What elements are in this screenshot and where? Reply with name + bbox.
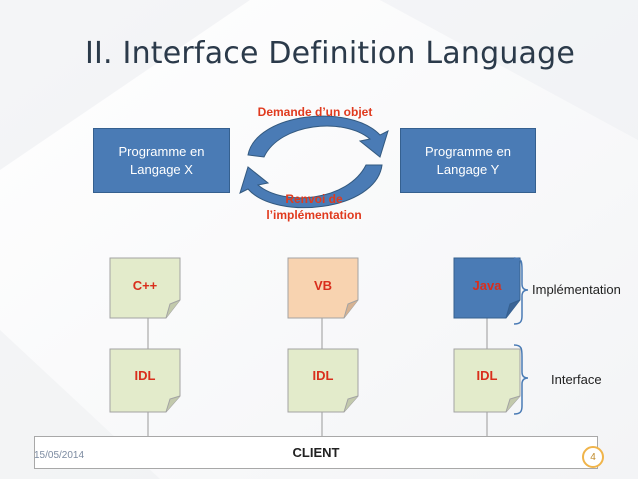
program-box-x-line2: Langage X (130, 161, 193, 177)
request-arrow-icon (247, 115, 389, 158)
return-arrow-icon (239, 164, 383, 208)
return-label-line2: l’implémentation (266, 208, 362, 222)
slide-date: 15/05/2014 (34, 450, 85, 461)
interface-brace-icon (513, 344, 529, 415)
cpp-fold (165, 299, 181, 319)
vb-label: VB (313, 278, 333, 293)
idl-fold-1 (165, 395, 181, 413)
program-box-y: Programme en Langage Y (400, 128, 536, 193)
java-fold (505, 299, 521, 319)
slide-title: II. Interface Definition Language (84, 36, 576, 71)
idl-label-2: IDL (312, 368, 334, 383)
program-box-y-line1: Programme en (425, 143, 511, 159)
java-label: Java (472, 278, 502, 293)
return-label-line1: Renvoi de (285, 192, 343, 206)
program-box-y-line2: Langage Y (436, 161, 500, 177)
vb-fold (343, 299, 359, 319)
implementation-brace-icon (513, 257, 529, 325)
idl-label-3: IDL (476, 368, 498, 383)
circular-arrows (239, 115, 389, 208)
client-label: CLIENT (292, 445, 340, 460)
idl-label-1: IDL (134, 368, 156, 383)
program-box-x: Programme en Langage X (93, 128, 230, 193)
interface-label: Interface (551, 372, 602, 387)
idl-fold-2 (343, 395, 359, 413)
cpp-label: C++ (132, 278, 158, 293)
implementation-label: Implémentation (532, 282, 621, 297)
page-number: 4 (582, 446, 604, 468)
program-box-x-line1: Programme en (118, 143, 205, 159)
client-box: CLIENT (34, 436, 598, 469)
idl-fold-3 (505, 395, 521, 413)
request-label: Demande d’un objet (257, 105, 373, 119)
return-label: Renvoi de l’implémentation (255, 191, 373, 223)
